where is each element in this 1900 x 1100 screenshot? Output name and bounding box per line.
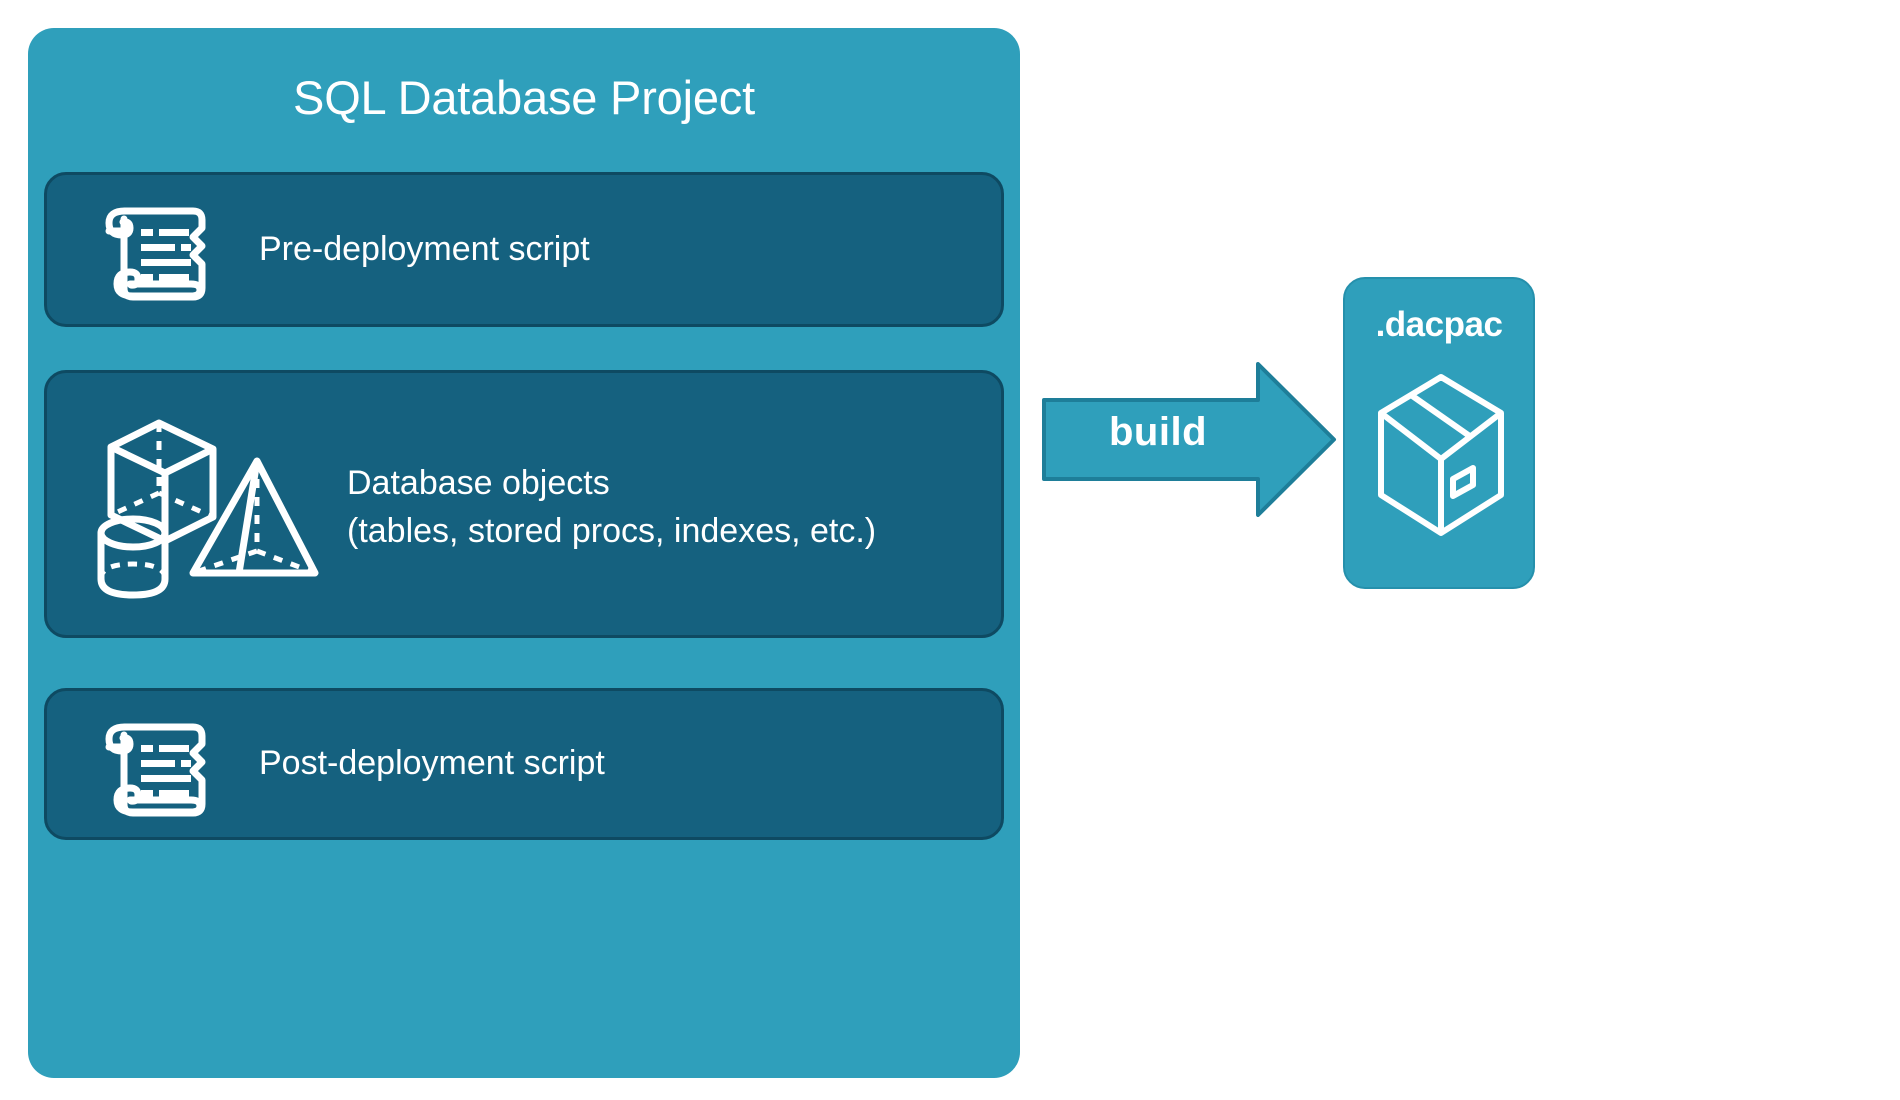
- scroll-icon: [95, 713, 223, 825]
- dacpac-label: .dacpac: [1375, 305, 1503, 344]
- build-arrow: build: [1042, 362, 1337, 517]
- scroll-icon: [95, 197, 223, 309]
- pre-deployment-script-label: Pre-deployment script: [259, 230, 590, 268]
- sql-database-project-container: SQL Database Project: [28, 28, 1020, 1078]
- database-objects-box[interactable]: Database objects (tables, stored procs, …: [44, 370, 1004, 638]
- right-arrow-icon: [1042, 362, 1336, 517]
- cylinder-icon: [97, 515, 169, 599]
- pre-deployment-script-box[interactable]: Pre-deployment script: [44, 172, 1004, 327]
- package-box-icon: [1373, 367, 1509, 547]
- dacpac-output-card[interactable]: .dacpac: [1343, 277, 1535, 589]
- project-title: SQL Database Project: [293, 71, 755, 124]
- database-objects-icon-group: [89, 405, 349, 615]
- cube-icon: [107, 419, 217, 545]
- post-deployment-script-label: Post-deployment script: [259, 744, 605, 782]
- pyramid-icon: [189, 457, 319, 577]
- post-deployment-script-box[interactable]: Post-deployment script: [44, 688, 1004, 840]
- database-objects-label: Database objects (tables, stored procs, …: [347, 464, 877, 551]
